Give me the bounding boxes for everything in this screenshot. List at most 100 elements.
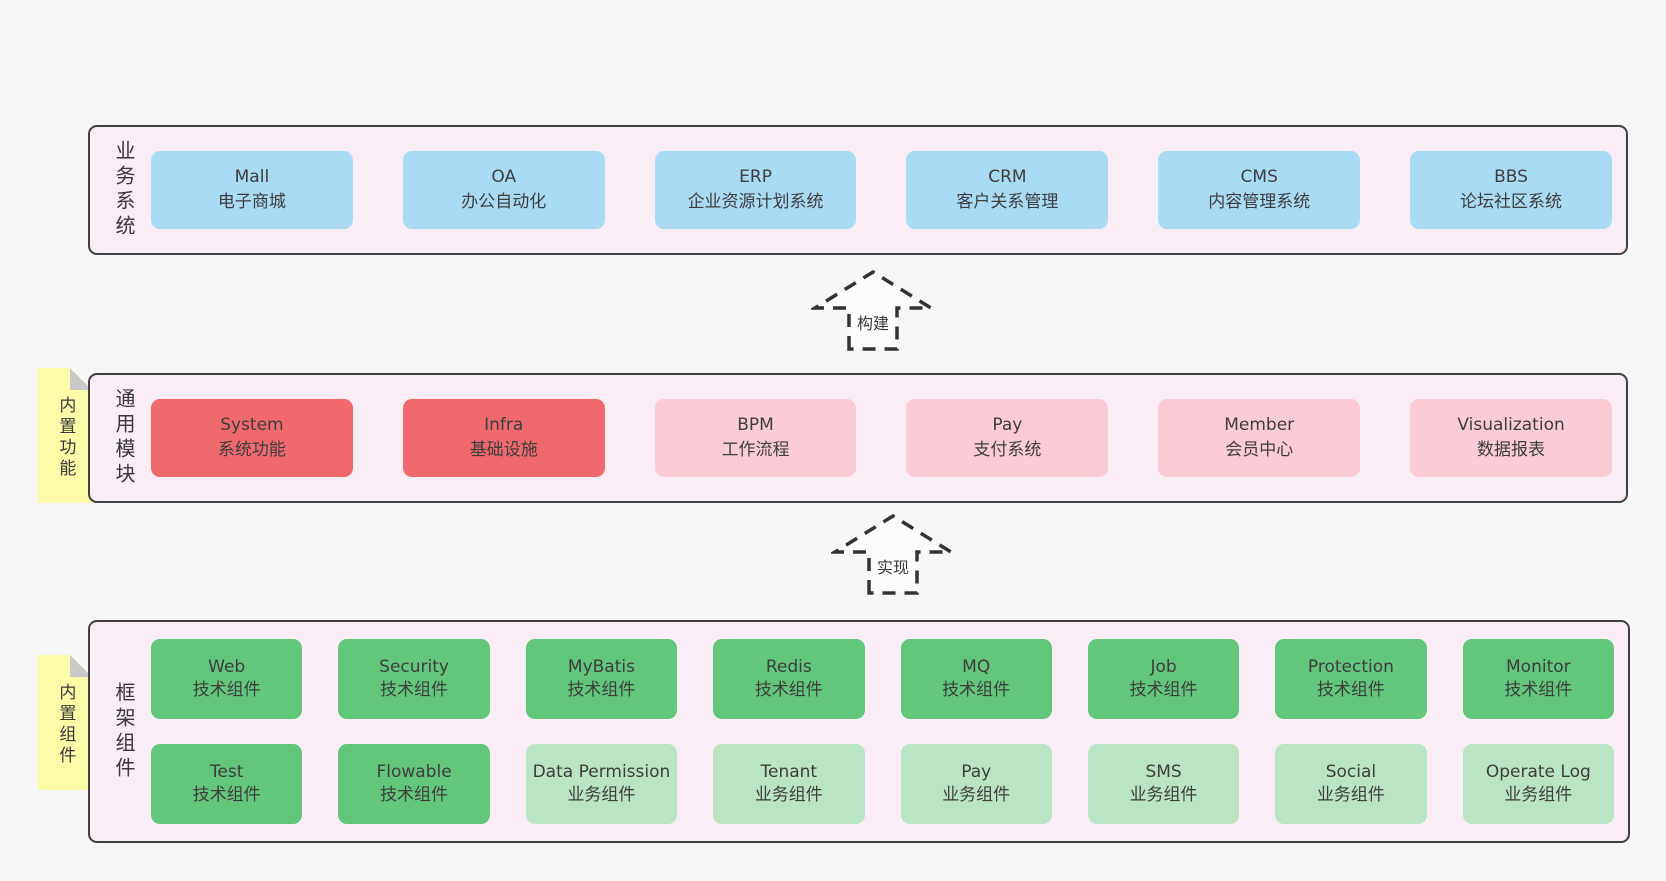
box-erp: ERP 企业资源计划系统 [654,151,857,229]
box-subtitle: 业务组件 [1316,785,1385,805]
box-operate-log: Operate Log 业务组件 [1462,744,1614,824]
box-member: Member 会员中心 [1158,399,1361,477]
box-subtitle: 技术组件 [1316,680,1385,700]
box-system: System 系统功能 [151,399,353,477]
box-sms: SMS 业务组件 [1087,744,1240,824]
box-title: Member [1224,414,1295,435]
boxes-area: Mall 电子商城 OA 办公自动化 ERP 企业资源计划系统 CRM 客户关系… [135,127,1626,253]
box-title: SMS [1145,762,1182,783]
box-mybatis: MyBatis 技术组件 [525,639,678,719]
box-title: Protection [1307,657,1394,678]
box-title: BPM [737,414,774,435]
box-mq: MQ 技术组件 [900,639,1052,719]
box-title: Redis [765,657,812,678]
box-title: System [220,414,284,435]
box-web: Web 技术组件 [151,639,303,719]
box-subtitle: 技术组件 [942,680,1011,700]
section-common-modules: 通用模块 System 系统功能 Infra 基础设施 BPM 工作流程 Pay… [88,373,1628,503]
sticky-tab-builtin-components: 内置组件 [38,655,92,790]
box-subtitle: 业务组件 [567,785,636,805]
box-subtitle: 技术组件 [192,785,261,805]
box-title: MQ [962,657,991,678]
box-subtitle: 内容管理系统 [1208,192,1311,212]
box-oa: OA 办公自动化 [402,151,605,229]
box-title: ERP [739,166,772,187]
box-title: MyBatis [567,657,635,678]
box-title: Pay [961,762,992,783]
box-subtitle: 数据报表 [1477,440,1546,460]
boxes-area: System 系统功能 Infra 基础设施 BPM 工作流程 Pay 支付系统… [135,375,1626,501]
box-title: Test [209,762,244,783]
box-pay-business: Pay 业务组件 [900,744,1052,824]
section-label: 业务系统 [112,140,136,240]
box-bbs: BBS 论坛社区系统 [1410,151,1612,229]
box-title: Monitor [1506,657,1571,678]
box-tenant: Tenant 业务组件 [713,744,865,824]
box-redis: Redis 技术组件 [713,639,865,719]
box-subtitle: 技术组件 [567,680,636,700]
box-subtitle: 工作流程 [721,440,790,460]
sticky-tab-label: 内置功能 [55,396,76,480]
box-title: Pay [992,414,1023,435]
box-subtitle: 业务组件 [754,785,823,805]
boxes-area: Web 技术组件 Security 技术组件 MyBatis 技术组件 Redi… [135,622,1628,841]
box-subtitle: 技术组件 [1129,680,1198,700]
box-title: Data Permission [532,762,671,783]
box-mall: Mall 电子商城 [151,151,353,229]
box-crm: CRM 客户关系管理 [906,151,1109,229]
section-label: 框架组件 [112,681,136,782]
box-subtitle: 电子商城 [217,192,286,212]
box-subtitle: 支付系统 [973,440,1042,460]
box-row: Mall 电子商城 OA 办公自动化 ERP 企业资源计划系统 CRM 客户关系… [151,151,1612,229]
box-title: Infra [484,414,524,435]
box-row: Web 技术组件 Security 技术组件 MyBatis 技术组件 Redi… [151,639,1614,719]
box-subtitle: 客户关系管理 [956,192,1059,212]
box-subtitle: 基础设施 [469,440,538,460]
box-title: BBS [1494,166,1528,187]
box-protection: Protection 技术组件 [1275,639,1427,719]
box-subtitle: 会员中心 [1225,440,1294,460]
box-subtitle: 企业资源计划系统 [687,192,824,212]
box-subtitle: 技术组件 [1504,680,1573,700]
box-title: Security [379,657,449,678]
arrow-label: 构建 [853,309,893,334]
sticky-tab-builtin-features: 内置功能 [38,368,92,503]
box-subtitle: 业务组件 [1504,785,1573,805]
box-subtitle: 论坛社区系统 [1460,192,1563,212]
box-infra: Infra 基础设施 [402,399,605,477]
box-row: Test 技术组件 Flowable 技术组件 Data Permission … [151,744,1614,824]
box-social: Social 业务组件 [1275,744,1427,824]
sticky-tab-label: 内置组件 [55,683,76,767]
box-subtitle: 业务组件 [1129,785,1198,805]
box-title: Tenant [760,762,818,783]
box-subtitle: 系统功能 [217,440,286,460]
box-title: OA [491,166,517,187]
box-pay: Pay 支付系统 [906,399,1109,477]
arrow-label: 实现 [873,553,913,578]
box-flowable: Flowable 技术组件 [338,744,490,824]
box-title: Job [1150,657,1177,678]
box-visualization: Visualization 数据报表 [1410,399,1612,477]
section-business-systems: 业务系统 Mall 电子商城 OA 办公自动化 ERP 企业资源计划系统 CRM… [88,125,1628,255]
box-test: Test 技术组件 [151,744,303,824]
box-title: Flowable [376,762,452,783]
box-subtitle: 技术组件 [380,785,449,805]
box-data-permission: Data Permission 业务组件 [525,744,678,824]
box-title: CMS [1240,166,1278,187]
box-security: Security 技术组件 [338,639,490,719]
box-monitor: Monitor 技术组件 [1462,639,1614,719]
box-bpm: BPM 工作流程 [654,399,857,477]
box-title: Mall [234,166,270,187]
box-subtitle: 业务组件 [942,785,1011,805]
box-title: Operate Log [1485,762,1591,783]
box-subtitle: 技术组件 [380,680,449,700]
box-title: Web [208,657,246,678]
box-title: Visualization [1457,414,1565,435]
section-framework-components: 框架组件 Web 技术组件 Security 技术组件 MyBatis 技术组件… [88,620,1630,843]
box-row: System 系统功能 Infra 基础设施 BPM 工作流程 Pay 支付系统… [151,399,1612,477]
box-cms: CMS 内容管理系统 [1158,151,1361,229]
box-subtitle: 技术组件 [192,680,261,700]
box-title: CRM [988,166,1027,187]
box-subtitle: 技术组件 [754,680,823,700]
